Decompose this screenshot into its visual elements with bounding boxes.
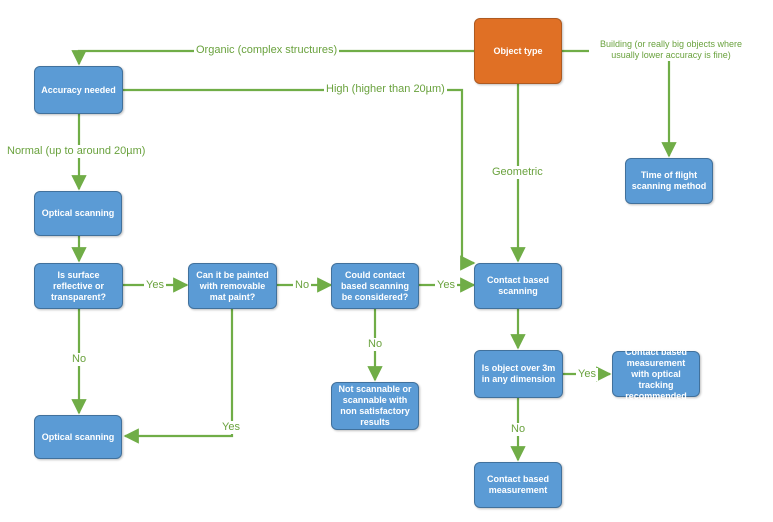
node-can-be-painted: Can it be painted with removable mat pai… — [188, 263, 277, 309]
node-optical-scanning-bottom: Optical scanning — [34, 415, 122, 459]
edge-label-geometric: Geometric — [490, 166, 545, 179]
node-accuracy-needed: Accuracy needed — [34, 66, 123, 114]
node-is-object-over-3m: Is object over 3m in any dimension — [474, 350, 563, 398]
edge-label-yes-contact: Yes — [435, 279, 457, 292]
node-can-be-painted-label: Can it be painted with removable mat pai… — [196, 269, 269, 302]
node-contact-tracking: Contact based measurement with optical t… — [612, 347, 700, 401]
edge-label-no-reflective: No — [70, 353, 89, 366]
node-is-surface-reflective: Is surface reflective or transparent? — [34, 263, 123, 309]
edge-label-yes-painted: Yes — [220, 421, 242, 434]
node-is-object-over-3m-label: Is object over 3m in any dimension — [481, 363, 556, 384]
edge-label-high: High (higher than 20µm) — [324, 83, 447, 96]
node-time-of-flight: Time of flight scanning method — [625, 158, 713, 204]
edge-label-organic: Organic (complex structures) — [194, 44, 340, 57]
node-contact-based-scanning: Contact based scanning — [474, 263, 562, 309]
node-accuracy-needed-label: Accuracy needed — [41, 84, 116, 95]
edge-label-building: Building (or really big objects where us… — [589, 39, 753, 61]
edge-label-yes-3m: Yes — [576, 368, 598, 381]
edge-building — [562, 49, 677, 158]
node-object-type: Object type — [474, 18, 562, 84]
node-contact-measurement-label: Contact based measurement — [486, 474, 549, 495]
node-contact-measurement: Contact based measurement — [474, 462, 562, 508]
node-could-contact-label: Could contact based scanning be consider… — [340, 269, 410, 302]
node-optical-scanning-bottom-label: Optical scanning — [41, 431, 115, 442]
edge-label-yes-reflective: Yes — [144, 279, 166, 292]
edge-high — [123, 88, 476, 271]
edge-label-no-3m: No — [509, 423, 528, 436]
node-contact-based-scanning-label: Contact based scanning — [486, 275, 549, 296]
edge-yes-painted — [123, 309, 234, 444]
node-could-contact: Could contact based scanning be consider… — [331, 263, 419, 309]
node-not-scannable-label: Not scannable or scannable with non sati… — [338, 384, 412, 427]
edge-organic — [71, 49, 474, 66]
edge-label-no-contact: No — [366, 338, 385, 351]
node-not-scannable: Not scannable or scannable with non sati… — [331, 382, 419, 430]
edge-label-no-painted: No — [293, 279, 312, 292]
node-time-of-flight-label: Time of flight scanning method — [631, 170, 707, 191]
node-optical-scanning-top-label: Optical scanning — [41, 208, 115, 218]
node-contact-tracking-label: Contact based measurement with optical t… — [624, 346, 687, 401]
node-is-surface-reflective-label: Is surface reflective or transparent? — [50, 269, 106, 302]
node-optical-scanning-top: Optical scanning — [34, 191, 122, 236]
node-object-type-label: Object type — [493, 45, 543, 56]
edge-label-normal: Normal (up to around 20µm) — [5, 145, 148, 158]
